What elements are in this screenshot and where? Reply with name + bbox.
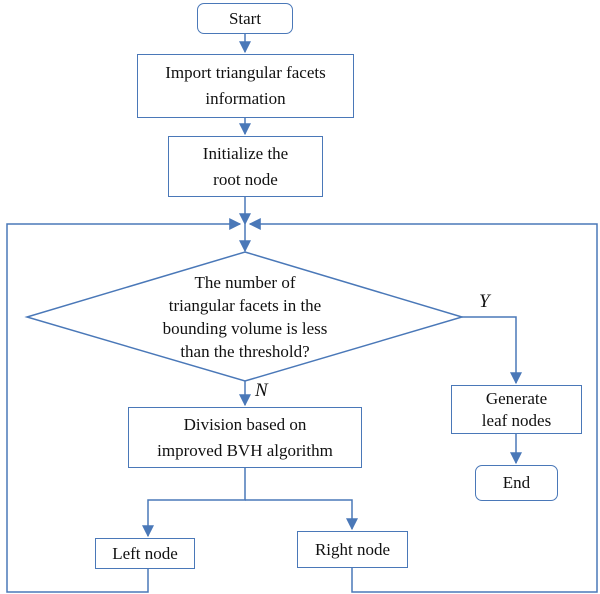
division-node: Division based on improved BVH algorithm [128, 407, 362, 468]
loop-right [248, 218, 598, 593]
initialize-root-node: Initialize the root node [168, 136, 323, 197]
generate-leaf-node: Generate leaf nodes [451, 385, 582, 434]
split-line [142, 467, 246, 538]
decision-line-2: triangular facets in the [168, 296, 322, 315]
init-line-2: root node [213, 169, 278, 189]
end-node: End [475, 465, 558, 501]
right-node-label: Right node [314, 539, 391, 559]
left-node: Left node [95, 538, 195, 569]
decision-text: The number of triangular facets in the b… [120, 271, 370, 363]
decision-line-4: than the threshold? [180, 342, 310, 361]
import-facets-node: Import triangular facets information [137, 54, 354, 118]
start-label: Start [228, 8, 262, 28]
import-line-1: Import triangular facets [165, 63, 326, 82]
generate-line-1: Generate [485, 388, 548, 408]
right-node: Right node [297, 531, 408, 568]
generate-line-2: leaf nodes [481, 410, 552, 430]
decision-line-1: The number of [194, 273, 296, 292]
init-line-1: Initialize the [202, 143, 289, 163]
division-line-2: improved BVH algorithm [157, 440, 333, 460]
left-node-label: Left node [112, 543, 178, 563]
no-label: N [255, 380, 268, 401]
yes-label: Y [479, 291, 490, 312]
division-line-1: Division based on [183, 414, 307, 434]
arrow-decision-yes [462, 316, 522, 385]
start-node: Start [197, 3, 293, 34]
loop-left [6, 218, 242, 593]
end-label: End [502, 473, 531, 492]
split-line-right [245, 499, 358, 531]
decision-line-3: bounding volume is less [162, 319, 328, 338]
import-line-2: information [205, 89, 286, 108]
